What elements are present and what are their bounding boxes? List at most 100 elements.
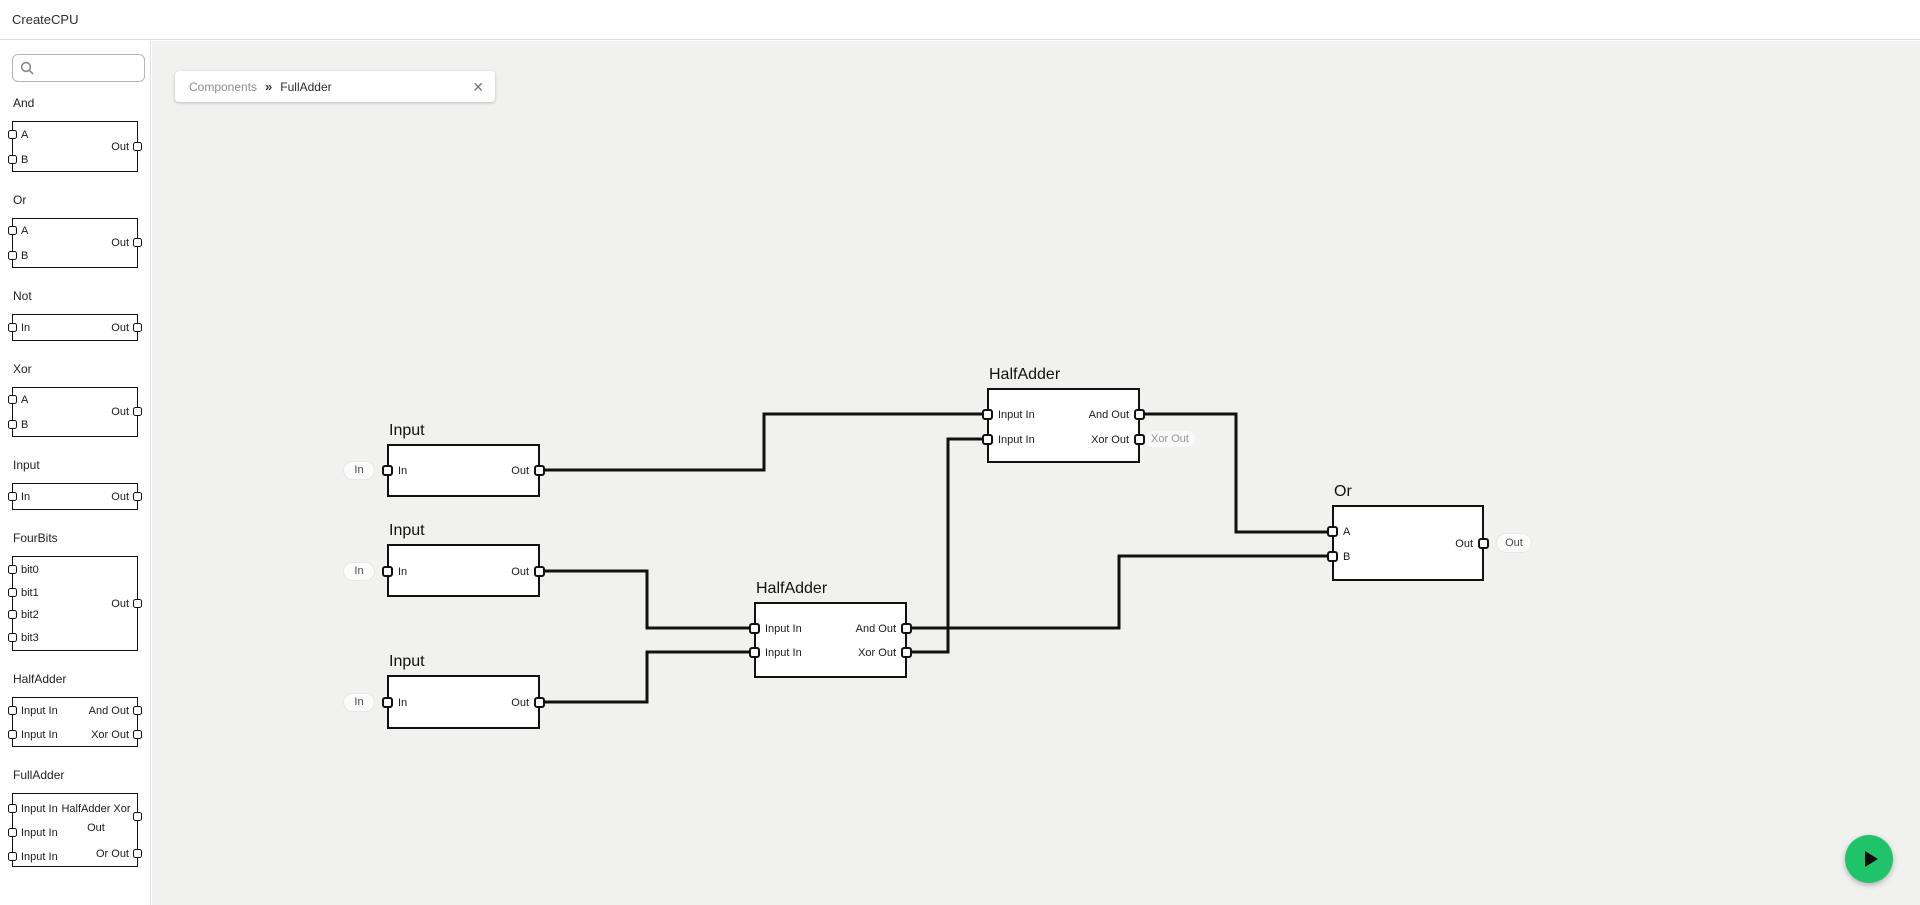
port-label: Out — [111, 491, 129, 503]
port-label: B — [21, 419, 29, 431]
search-box[interactable] — [12, 54, 145, 82]
search-input[interactable] — [34, 57, 134, 79]
node-title: Input — [389, 522, 425, 539]
output-port — [133, 322, 142, 332]
wire[interactable] — [540, 412, 987, 472]
breadcrumb: Components » FullAdder ✕ — [175, 71, 495, 102]
port-label: A — [21, 225, 29, 237]
output-port — [133, 141, 142, 151]
palette-item-label: HalfAdder — [13, 672, 67, 686]
node-title: Input — [389, 422, 425, 439]
input-port[interactable] — [1327, 551, 1338, 562]
input-port[interactable] — [382, 465, 393, 476]
port-label: Out — [111, 141, 129, 153]
wire[interactable] — [1140, 412, 1332, 534]
palette-item-label: Input — [13, 458, 40, 472]
port-label: Or Out — [95, 848, 129, 860]
output-port — [133, 598, 142, 608]
input-port[interactable] — [382, 566, 393, 577]
input-port — [8, 394, 17, 404]
port-label: HalfAdder Xor Out — [61, 803, 131, 834]
external-input-pin[interactable]: In — [344, 562, 374, 580]
input-port[interactable] — [982, 409, 993, 420]
output-port — [133, 705, 142, 715]
port-label: In — [398, 697, 408, 709]
external-output-pin[interactable]: Out — [1497, 534, 1531, 552]
breadcrumb-components-link[interactable]: Components — [189, 79, 258, 94]
port-label: And Out — [88, 705, 129, 717]
output-port[interactable] — [901, 647, 912, 658]
port-label: Input In — [21, 803, 58, 815]
port-label: In — [21, 322, 31, 334]
output-port[interactable] — [1478, 538, 1489, 549]
input-port[interactable] — [749, 647, 760, 658]
close-tab-button[interactable]: ✕ — [472, 78, 484, 95]
input-port — [8, 851, 17, 861]
output-port[interactable] — [901, 623, 912, 634]
wire[interactable] — [907, 437, 987, 654]
port-label: Out — [1455, 538, 1473, 550]
output-port[interactable] — [534, 465, 545, 476]
wire[interactable] — [540, 650, 754, 704]
input-port[interactable] — [749, 623, 760, 634]
port-label: Out — [511, 566, 529, 578]
port-label: Xor Out — [858, 647, 896, 659]
output-port[interactable] — [1134, 434, 1145, 445]
port-label: Out — [511, 697, 529, 709]
wire[interactable] — [907, 554, 1332, 630]
output-port[interactable] — [534, 566, 545, 577]
port-label: B — [1343, 551, 1351, 563]
input-port — [8, 827, 17, 837]
chevron-double-right-icon: » — [265, 79, 273, 94]
run-button[interactable] — [1845, 835, 1893, 883]
input-port — [8, 632, 17, 642]
palette-item-label: FourBits — [13, 531, 58, 545]
node-title: HalfAdder — [756, 580, 828, 597]
port-label: Input In — [998, 409, 1035, 421]
port-label: In — [398, 465, 408, 477]
port-label: Input In — [765, 623, 802, 635]
input-port[interactable] — [1327, 526, 1338, 537]
wire[interactable] — [540, 569, 754, 630]
input-port[interactable] — [382, 697, 393, 708]
external-input-pin[interactable]: In — [344, 461, 374, 479]
output-port — [133, 729, 142, 739]
port-label: B — [21, 154, 29, 166]
port-label: bit0 — [21, 564, 39, 576]
port-label: Xor Out — [1091, 434, 1129, 446]
port-label: And Out — [855, 623, 896, 635]
port-label: A — [21, 394, 29, 406]
external-input-pin[interactable]: In — [344, 693, 374, 711]
external-output-pin[interactable]: Xor Out — [1145, 431, 1195, 447]
output-port[interactable] — [534, 697, 545, 708]
node-title: Input — [389, 653, 425, 670]
output-port[interactable] — [1134, 409, 1145, 420]
input-port[interactable] — [982, 434, 993, 445]
palette-item-label: FullAdder — [13, 768, 65, 782]
input-port — [8, 225, 17, 235]
input-port — [8, 250, 17, 260]
